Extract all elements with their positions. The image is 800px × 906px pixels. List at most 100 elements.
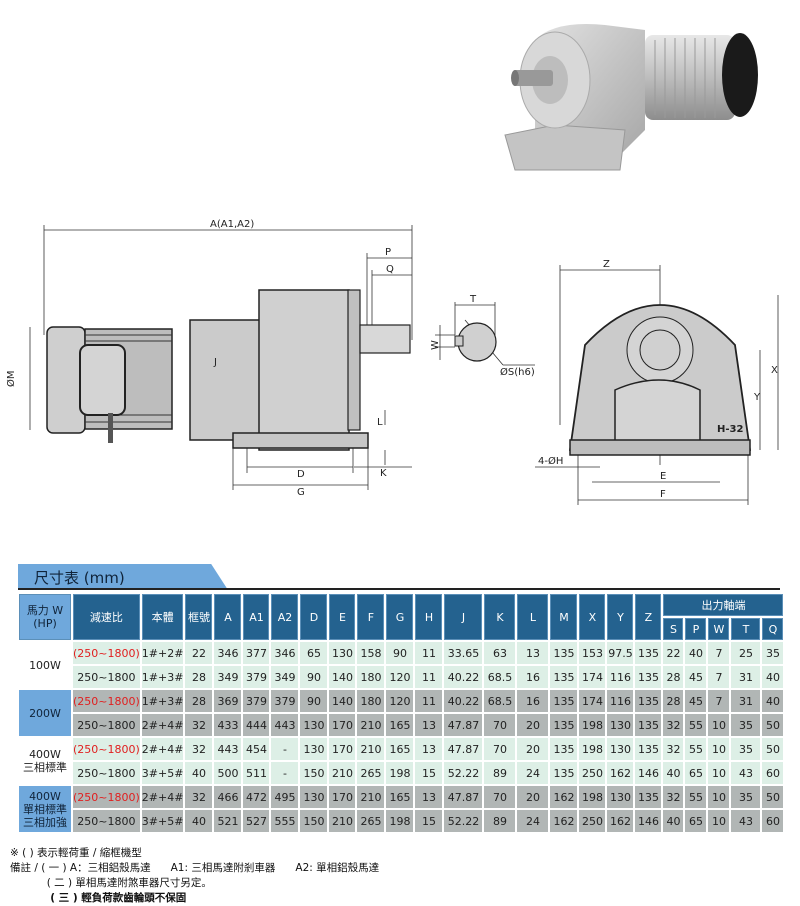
dim-label-k: K <box>380 468 387 479</box>
value-cell: 495 <box>271 786 299 808</box>
value-cell: 90 <box>386 642 414 664</box>
value-cell: 135 <box>635 714 662 736</box>
value-cell: 11 <box>415 642 443 664</box>
dim-label-z: Z <box>603 259 610 270</box>
value-cell: 40.22 <box>444 666 483 688</box>
side-view-drawing: A(A1,A2) P Q ØM J L K D G <box>5 219 413 498</box>
value-cell: 33.65 <box>444 642 483 664</box>
column-header: W <box>708 618 730 640</box>
value-cell: 135 <box>635 786 662 808</box>
value-cell: 90 <box>300 690 328 712</box>
value-cell: 349 <box>214 666 242 688</box>
dim-label-a: A(A1,A2) <box>210 219 254 230</box>
column-header: 本體 <box>141 594 184 640</box>
value-cell: 500 <box>214 762 242 784</box>
value-cell: 174 <box>579 666 606 688</box>
value-cell: 443 <box>271 714 299 736</box>
value-cell: 165 <box>386 738 414 760</box>
value-cell: 162 <box>550 786 578 808</box>
value-cell: 210 <box>357 738 385 760</box>
value-cell: 180 <box>357 666 385 688</box>
value-cell: 454 <box>243 738 270 760</box>
front-view-drawing: Z X Y 4-ØH E F H-32 <box>535 259 779 505</box>
model-mark: H-32 <box>717 424 743 435</box>
value-cell: 379 <box>243 666 270 688</box>
value-cell: 40 <box>663 762 684 784</box>
value-cell: 116 <box>607 666 634 688</box>
value-cell: 2#+4# <box>141 738 184 760</box>
power-label-line: 400W <box>29 789 61 803</box>
value-cell: 130 <box>300 714 328 736</box>
value-cell: 47.87 <box>444 714 483 736</box>
value-cell: 135 <box>635 690 662 712</box>
value-cell: 198 <box>579 714 606 736</box>
value-cell: 472 <box>243 786 270 808</box>
value-cell: 40 <box>762 666 784 688</box>
value-cell: 32 <box>185 714 213 736</box>
value-cell: 180 <box>357 690 385 712</box>
value-cell: 158 <box>357 642 385 664</box>
power-group-label: 200W <box>19 690 71 736</box>
column-header: A1 <box>243 594 270 640</box>
value-cell: 135 <box>550 666 578 688</box>
value-cell: 135 <box>635 666 662 688</box>
column-header: H <box>415 594 443 640</box>
ratio-cell: 250~1800 <box>73 810 140 832</box>
value-cell: 349 <box>271 666 299 688</box>
value-cell: 116 <box>607 690 634 712</box>
value-cell: 135 <box>550 690 578 712</box>
value-cell: 28 <box>185 690 213 712</box>
value-cell: 130 <box>607 738 634 760</box>
dim-label-d: D <box>297 469 305 480</box>
column-header: L <box>517 594 549 640</box>
value-cell: 466 <box>214 786 242 808</box>
value-cell: 2#+4# <box>141 786 184 808</box>
value-cell: 20 <box>517 786 549 808</box>
value-cell: 16 <box>517 690 549 712</box>
value-cell: 130 <box>300 786 328 808</box>
value-cell: 65 <box>685 810 707 832</box>
dim-label-e: E <box>660 471 666 482</box>
power-label-line: 單相標準 <box>23 802 67 816</box>
value-cell: 120 <box>386 690 414 712</box>
value-cell: 369 <box>214 690 242 712</box>
value-cell: 15 <box>415 762 443 784</box>
value-cell: 31 <box>731 690 761 712</box>
value-cell: 379 <box>243 690 270 712</box>
value-cell: 40 <box>663 810 684 832</box>
dim-label-s: ØS(h6) <box>500 366 535 378</box>
value-cell: 22 <box>185 642 213 664</box>
value-cell: 35 <box>731 738 761 760</box>
value-cell: 1#+2# <box>141 642 184 664</box>
value-cell: 22 <box>663 642 684 664</box>
header-hp: 馬力 W (HP) <box>19 594 71 640</box>
value-cell: 250 <box>579 810 606 832</box>
value-cell: 50 <box>762 786 784 808</box>
value-cell: 20 <box>517 738 549 760</box>
value-cell: 52.22 <box>444 810 483 832</box>
value-cell: 13 <box>415 786 443 808</box>
value-cell: 198 <box>579 786 606 808</box>
column-header: K <box>484 594 516 640</box>
column-header: J <box>444 594 483 640</box>
column-header: Q <box>762 618 784 640</box>
value-cell: 150 <box>300 810 328 832</box>
value-cell: 265 <box>357 810 385 832</box>
value-cell: 1#+3# <box>141 690 184 712</box>
value-cell: 32 <box>185 738 213 760</box>
note-line: 備註 / ( 一 ) A：三相鋁殼馬達 A1: 三相馬達附剎車器 A2: 單相鋁… <box>10 862 380 874</box>
value-cell: 140 <box>329 666 356 688</box>
value-cell: 40 <box>185 762 213 784</box>
value-cell: 346 <box>271 642 299 664</box>
value-cell: 10 <box>708 786 730 808</box>
ratio-cell: (250~1800) <box>73 738 140 760</box>
value-cell: 153 <box>579 642 606 664</box>
value-cell: 170 <box>329 738 356 760</box>
note-line: ( 二 ) 單相馬達附煞車器尺寸另定。 <box>10 877 212 889</box>
